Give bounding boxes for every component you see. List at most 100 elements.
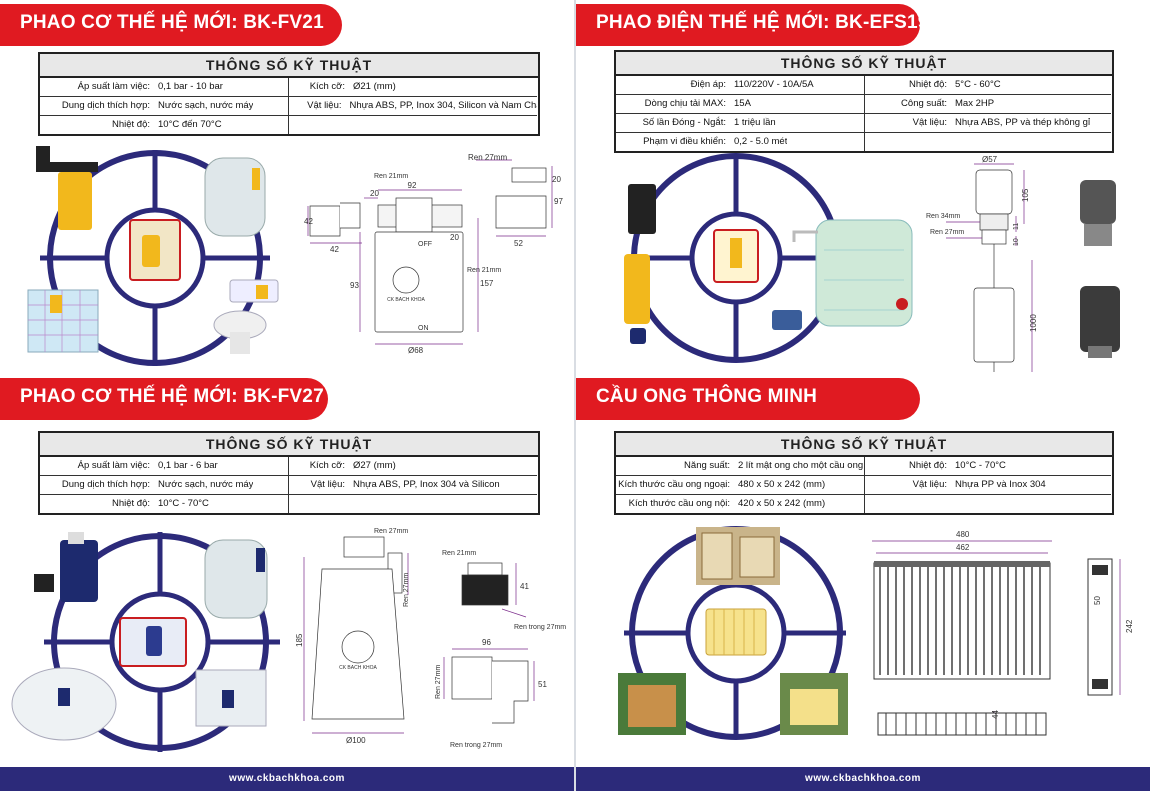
- efs19-usage-illustration: [624, 153, 913, 363]
- dim-label: Ren 21mm: [374, 173, 408, 180]
- dim-label: 480: [956, 530, 970, 539]
- efs19-section: PHAO ĐIỆN THẾ HỆ MỚI: BK-EFS19 THÔNG SỐ …: [576, 0, 1150, 375]
- honeycomb-frame-icon: [705, 608, 767, 656]
- spec-value: 0,1 bar - 6 bar: [158, 460, 218, 471]
- toilet-icon: [229, 279, 279, 303]
- spec-label: Nhiệt độ:: [111, 498, 150, 509]
- dim-label: 462: [956, 543, 970, 552]
- spec-label: Dung dịch thích hợp:: [61, 100, 150, 111]
- dim-label: Ø57: [982, 155, 998, 164]
- spec-value: Ø27 (mm): [353, 460, 396, 471]
- fv21-title: PHAO CƠ THẾ HỆ MỚI: BK-FV21: [20, 12, 324, 33]
- float-valve-icon: [60, 540, 98, 602]
- spec-label: Nhiệt độ:: [908, 79, 947, 90]
- dim-label: 20: [450, 233, 459, 242]
- spec-label: Phạm vi điều khiển:: [643, 136, 726, 147]
- efs19-technical-drawing: Ø57 105 11 10 Ren 34mm Ren 27mm 1000: [926, 155, 1120, 372]
- water-tank-icon: [815, 219, 913, 327]
- spec-value: Nước sạch, nước máy: [158, 479, 254, 490]
- efs19-title: PHAO ĐIỆN THẾ HỆ MỚI: BK-EFS19: [596, 12, 929, 33]
- dim-label: Ren 21mm: [467, 267, 501, 274]
- dim-label: 10: [1013, 238, 1020, 246]
- dim-label: 52: [514, 239, 523, 248]
- spec-label: Kích cỡ:: [309, 81, 345, 92]
- fv27-technical-drawing: Ren 27mm Ren 27mm 185 Ø100 Ren 21mm 41 R…: [296, 528, 566, 749]
- fv27-banner: PHAO CƠ THẾ HỆ MỚI: BK-FV27: [0, 378, 328, 420]
- electric-float-switch-icon: [628, 184, 656, 234]
- website-link[interactable]: www.ckbachkhoa.com: [805, 773, 921, 784]
- spec-label: Nhiệt độ:: [111, 119, 150, 130]
- dim-label: Ren 34mm: [926, 213, 960, 220]
- spec-value: 2 lít mật ong cho một cầu ong: [738, 460, 864, 471]
- dim-label: 1000: [1029, 314, 1038, 332]
- hive-banner: CẦU ONG THÔNG MINH: [576, 378, 920, 420]
- fv27-spec-table: THÔNG SỐ KỸ THUẬT Áp suất làm việc: 0,1 b…: [38, 431, 540, 515]
- water-tank-icon: [204, 539, 268, 619]
- float-off-label: OFF: [418, 241, 432, 248]
- spec-label: Nhiệt độ:: [908, 460, 947, 471]
- dim-label: 11: [1013, 223, 1020, 230]
- fv21-spec-table: THÔNG SỐ KỸ THUẬT Áp suất làm việc:0,1 b…: [38, 52, 540, 136]
- float-on-label: ON: [418, 325, 429, 332]
- spec-label: [289, 116, 351, 134]
- dim-label: Ø68: [408, 346, 424, 355]
- spec-value: [953, 133, 955, 151]
- fv27-title: PHAO CƠ THẾ HỆ MỚI: BK-FV27: [20, 386, 324, 407]
- dim-label: 105: [1021, 188, 1030, 202]
- dim-label: 185: [296, 633, 304, 647]
- dim-label: 242: [1125, 619, 1134, 633]
- comb-side-view-icon: [877, 712, 1047, 736]
- fv27-usage-illustration: [11, 532, 280, 752]
- spec-value: [351, 495, 353, 513]
- spec-value: Max 2HP: [955, 98, 995, 109]
- dim-label: 51: [538, 680, 547, 689]
- website-link[interactable]: www.ckbachkhoa.com: [229, 773, 345, 784]
- spec-label: [865, 133, 953, 151]
- spec-label: Vật liệu:: [307, 100, 342, 111]
- spec-label: Dòng chịu tải MAX:: [644, 98, 726, 109]
- dim-label: Ren trong 27mm: [514, 624, 566, 631]
- left-footer: www.ckbachkhoa.com: [0, 767, 574, 791]
- spec-value: 110/220V - 10A/5A: [734, 79, 814, 90]
- hive-title: CẦU ONG THÔNG MINH: [596, 386, 818, 407]
- dim-label: 157: [480, 279, 494, 288]
- spec-label: Năng suất:: [684, 460, 730, 471]
- hive-usage-illustration: [618, 526, 848, 740]
- dim-label: 92: [408, 181, 417, 190]
- spec-label: Áp suất làm việc:: [77, 81, 150, 92]
- brand-mark: CK BACH KHOA: [339, 665, 377, 671]
- dim-label: 44: [991, 710, 1000, 719]
- spec-label: Vật liệu:: [310, 479, 345, 490]
- hive-spec-table: THÔNG SỐ KỸ THUẬT Năng suất: 2 lít mật on…: [614, 431, 1114, 515]
- dim-label: 42: [330, 245, 339, 254]
- fv21-section: PHAO CƠ THẾ HỆ MỚI: BK-FV21 THÔNG SỐ KỸ …: [0, 0, 574, 375]
- hive-spec-title: THÔNG SỐ KỸ THUẬT: [616, 433, 1112, 457]
- dim-label: 96: [482, 638, 491, 647]
- hive-technical-drawing: 480 462 44 50 242: [872, 530, 1134, 736]
- right-footer: www.ckbachkhoa.com: [576, 767, 1150, 791]
- spec-value: 480 x 50 x 242 (mm): [738, 479, 826, 490]
- spec-label: Công suất:: [901, 98, 947, 109]
- spec-value: [953, 495, 955, 513]
- spec-value: Ø21 (mm): [353, 81, 396, 92]
- dim-label: 50: [1093, 596, 1102, 605]
- dim-label: 93: [350, 281, 359, 290]
- dim-label: 42: [304, 217, 313, 226]
- pool-icon: [27, 289, 99, 353]
- fv27-section: PHAO CƠ THẾ HỆ MỚI: BK-FV27 THÔNG SỐ KỸ …: [0, 375, 574, 767]
- efs19-spec-table: THÔNG SỐ KỸ THUẬT Điện áp:110/220V - 10A…: [614, 50, 1114, 153]
- dim-label: 41: [520, 582, 529, 591]
- dim-label: 20: [370, 189, 379, 198]
- spec-label: Vật liệu:: [912, 117, 947, 128]
- right-page: PHAO ĐIỆN THẾ HỆ MỚI: BK-EFS19 THÔNG SỐ …: [576, 0, 1150, 791]
- spec-label: Dung dịch thích hợp:: [61, 479, 150, 490]
- fv27-spec-title: THÔNG SỐ KỸ THUẬT: [40, 433, 538, 457]
- dim-label: Ren 27mm: [403, 573, 410, 607]
- spec-label: Vật liệu:: [912, 479, 947, 490]
- dim-label: Ren 27mm: [468, 153, 507, 162]
- spec-label: Áp suất làm việc:: [77, 460, 150, 471]
- pump-icon: [772, 310, 802, 330]
- brand-mark: CK BACH KHOA: [387, 297, 425, 303]
- efs19-banner: PHAO ĐIỆN THẾ HỆ MỚI: BK-EFS19: [576, 4, 928, 46]
- fv21-spec-title: THÔNG SỐ KỸ THUẬT: [40, 54, 538, 78]
